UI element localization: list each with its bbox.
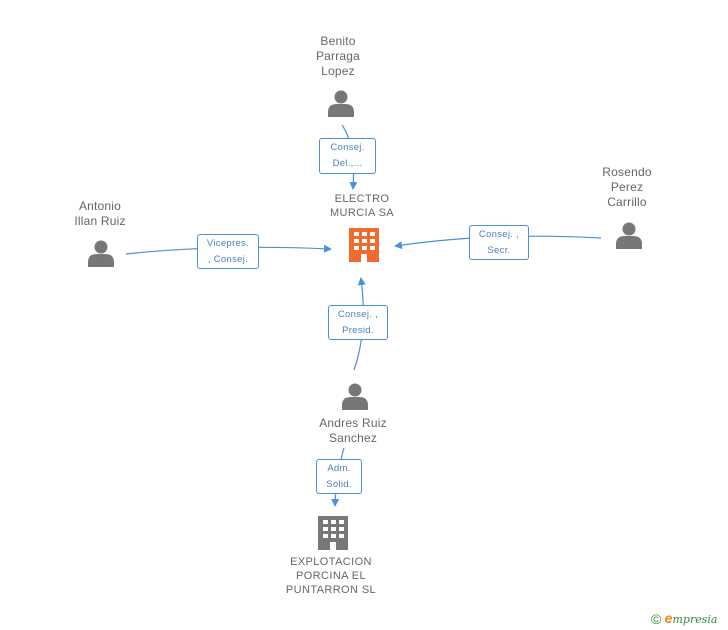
person-name-antonio[interactable]: Antonio Illan Ruiz — [50, 199, 150, 229]
relation-line: Consej. , — [337, 309, 379, 320]
name-line: Antonio — [78, 199, 122, 213]
person-icon[interactable] — [328, 90, 354, 118]
person-name-rosendo[interactable]: Rosendo Perez Carrillo — [577, 165, 677, 210]
building-icon[interactable] — [318, 516, 348, 550]
company-name-explotacion[interactable]: EXPLOTACION PORCINA EL PUNTARRON SL — [271, 555, 391, 597]
name-line: Sanchez — [328, 431, 378, 445]
person-icon[interactable] — [88, 240, 114, 268]
name-line: Benito — [320, 34, 356, 48]
person-icon[interactable] — [616, 222, 642, 250]
relation-label-antonio[interactable]: Vicepres. , Consej. — [197, 234, 259, 269]
person-icon[interactable] — [342, 383, 368, 411]
person-name-andres[interactable]: Andres Ruiz Sanchez — [303, 416, 403, 446]
relation-line: Secr. — [487, 245, 511, 256]
relation-label-rosendo[interactable]: Consej. , Secr. — [469, 225, 529, 260]
person-name-benito[interactable]: Benito Parraga Lopez — [288, 34, 388, 79]
relation-line: Presid. — [342, 325, 374, 336]
name-line: EXPLOTACION — [290, 556, 372, 568]
name-line: Andres Ruiz — [319, 416, 387, 430]
brand-e: e — [664, 610, 673, 626]
relation-line: Vicepres. — [206, 238, 250, 249]
name-line: ELECTRO — [334, 193, 390, 205]
relation-line: Consej. , — [478, 229, 520, 240]
relation-line: Solid. — [326, 479, 352, 490]
relation-line: Consej. — [330, 142, 365, 153]
copyright-symbol: © — [651, 611, 662, 627]
relation-label-andres-explotacion[interactable]: Adm. Solid. — [316, 459, 362, 494]
name-line: Lopez — [321, 64, 355, 78]
relation-label-andres-electro[interactable]: Consej. , Presid. — [328, 305, 388, 340]
company-name-electro[interactable]: ELECTRO MURCIA SA — [312, 192, 412, 220]
relation-line: Del.,... — [332, 158, 363, 169]
name-line: Illan Ruiz — [74, 214, 126, 228]
empresia-brand[interactable]: © empresia — [651, 610, 717, 627]
name-line: PORCINA EL — [295, 570, 367, 582]
relation-label-benito[interactable]: Consej. Del.,... — [319, 138, 376, 174]
name-line: Perez — [610, 180, 644, 194]
name-line: Carrillo — [607, 195, 647, 209]
relation-line: , Consej. — [207, 254, 249, 265]
name-line: Parraga — [315, 49, 361, 63]
name-line: Rosendo — [602, 165, 652, 179]
name-line: MURCIA SA — [329, 207, 395, 219]
name-line: PUNTARRON SL — [285, 584, 377, 596]
relation-line: Adm. — [327, 463, 351, 474]
building-icon[interactable] — [349, 228, 379, 262]
brand-name: mpresia — [672, 613, 718, 626]
